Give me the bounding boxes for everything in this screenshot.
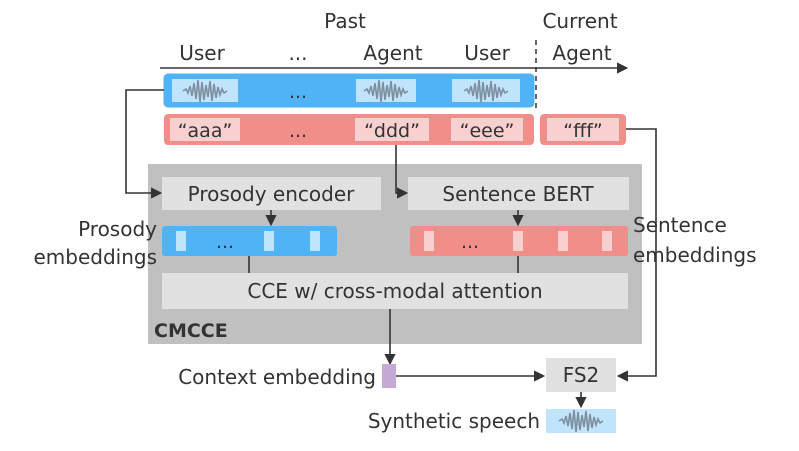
prosody-embedding-cell bbox=[264, 231, 274, 251]
cmcce-label: CMCCE bbox=[154, 320, 228, 342]
prosody-embeddings-label-line2: embeddings bbox=[33, 245, 157, 269]
text-utterance-agent-box bbox=[355, 118, 429, 141]
sentence-embedding-cell bbox=[602, 231, 612, 251]
text-current-utterance: “fff” bbox=[563, 120, 602, 142]
current-text-to-fs2-arrow bbox=[616, 128, 657, 382]
text-utterance-1: “aaa” bbox=[178, 120, 233, 142]
synthetic-speech-label: Synthetic speech bbox=[368, 409, 540, 433]
context-embedding-vector bbox=[382, 364, 396, 388]
text-utterance-agent: “ddd” bbox=[364, 120, 420, 142]
sentence-embeddings-ellipsis: ... bbox=[461, 231, 479, 253]
text-history-bar bbox=[164, 114, 534, 145]
sentence-embedding-cell bbox=[424, 231, 434, 251]
cce-label: CCE w/ cross-modal attention bbox=[247, 279, 542, 303]
prosody-embeddings-ellipsis: ... bbox=[216, 231, 234, 253]
prosody-embedding-cell bbox=[176, 231, 186, 251]
text-current-box bbox=[547, 118, 619, 141]
role-agent-past: Agent bbox=[363, 41, 422, 65]
prosody-embeddings-strip bbox=[162, 226, 337, 256]
fs2-box bbox=[546, 358, 616, 392]
prosody-encoder-label: Prosody encoder bbox=[188, 182, 355, 206]
prosody-embedding-cell bbox=[310, 231, 320, 251]
sentence-embeddings-label-line1: Sentence bbox=[633, 213, 727, 237]
text-to-bert-arrow bbox=[395, 145, 409, 199]
role-user-1: User bbox=[179, 41, 225, 65]
past-label: Past bbox=[324, 9, 366, 33]
prosody-encoder-box bbox=[162, 177, 381, 210]
sentence-embedding-cell bbox=[558, 231, 568, 251]
context-embedding-label: Context embedding bbox=[178, 365, 376, 389]
fs2-label: FS2 bbox=[563, 363, 600, 387]
role-agent-current: Agent bbox=[552, 41, 611, 65]
text-utterance-user: “eee” bbox=[460, 120, 515, 142]
role-user-2: User bbox=[464, 41, 510, 65]
text-utterance-user-box bbox=[451, 118, 523, 141]
sentence-bert-box bbox=[408, 177, 629, 210]
role-ellipsis: ... bbox=[288, 41, 307, 65]
sentence-bert-label: Sentence BERT bbox=[442, 182, 594, 206]
text-ellipsis: ... bbox=[289, 120, 307, 142]
text-utterance-1-box bbox=[170, 118, 240, 141]
current-label: Current bbox=[542, 9, 617, 33]
audio-ellipsis: ... bbox=[289, 81, 307, 103]
cce-box bbox=[162, 273, 628, 309]
sentence-embedding-cell bbox=[513, 231, 523, 251]
audio-to-prosody-arrow bbox=[125, 89, 164, 199]
prosody-embeddings-label-line1: Prosody bbox=[78, 217, 157, 241]
sentence-embeddings-label-line2: embeddings bbox=[633, 243, 757, 267]
